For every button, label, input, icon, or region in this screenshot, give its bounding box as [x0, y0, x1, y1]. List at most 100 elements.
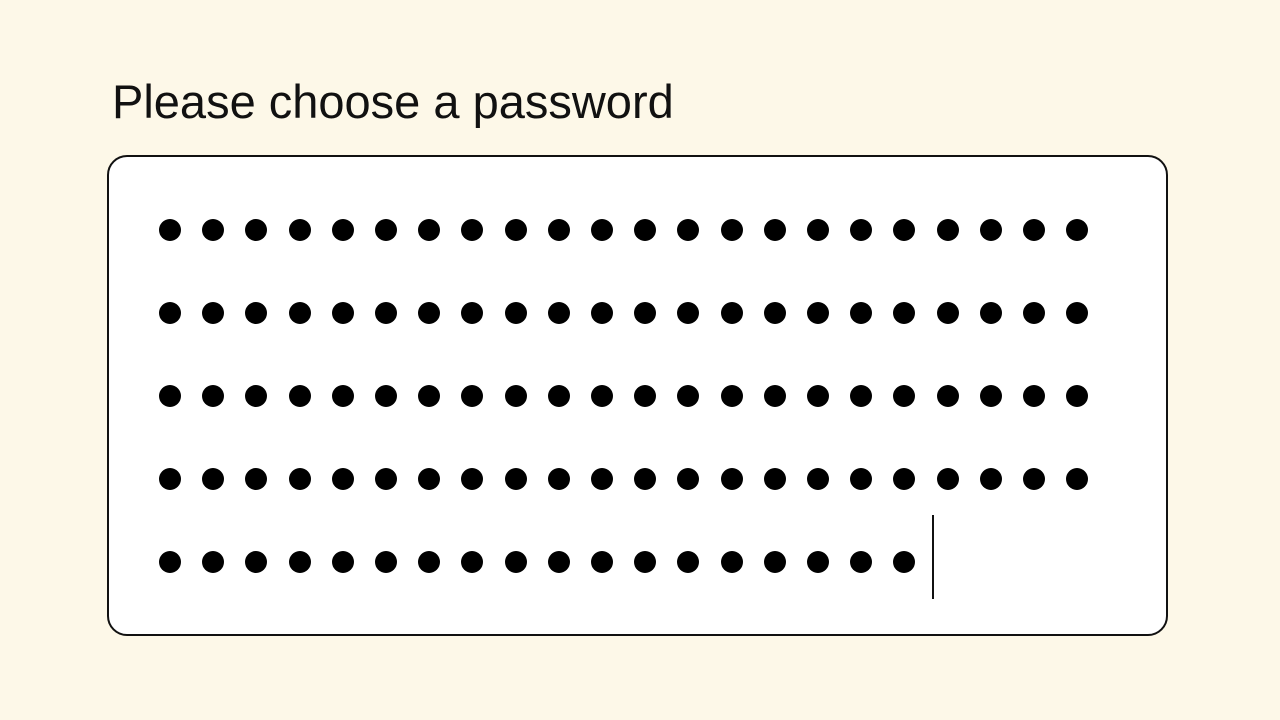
masked-char-dot	[720, 219, 743, 241]
masked-char-dot	[504, 385, 527, 407]
masked-char-dot	[634, 219, 657, 241]
masked-char-dot	[591, 468, 613, 490]
masked-char-dot	[936, 385, 959, 407]
masked-char-dot	[1066, 468, 1089, 490]
masked-char-dot	[245, 551, 268, 573]
masked-char-dot	[850, 219, 873, 241]
masked-char-dot	[159, 385, 181, 407]
masked-char-dot	[375, 551, 397, 573]
masked-char-dot	[547, 551, 570, 573]
masked-char-dot	[591, 302, 613, 324]
masked-char-dot	[1066, 219, 1089, 241]
masked-char-dot	[288, 302, 311, 324]
masked-char-dot	[202, 385, 225, 407]
masked-char-dot	[634, 302, 657, 324]
masked-char-dot	[288, 468, 311, 490]
text-caret	[931, 515, 934, 599]
password-prompt-label: Please choose a password	[112, 75, 674, 128]
masked-char-dot	[202, 302, 225, 324]
masked-char-dot	[1023, 385, 1045, 407]
masked-char-dot	[504, 468, 527, 490]
masked-char-dot	[893, 551, 916, 573]
masked-char-dot	[677, 385, 700, 407]
masked-char-dot	[461, 385, 484, 407]
masked-char-dot	[375, 468, 397, 490]
masked-char-dot	[1023, 468, 1045, 490]
masked-char-dot	[591, 219, 613, 241]
masked-char-dot	[461, 219, 484, 241]
masked-char-dot	[807, 219, 829, 241]
masked-char-dot	[504, 302, 527, 324]
masked-char-dot	[504, 219, 527, 241]
masked-char-dot	[375, 219, 397, 241]
masked-char-dot	[850, 551, 873, 573]
masked-char-dot	[418, 551, 441, 573]
masked-char-dot	[418, 219, 441, 241]
masked-char-dot	[159, 468, 181, 490]
masked-char-dot	[159, 551, 181, 573]
masked-char-dot	[591, 385, 613, 407]
masked-char-dot	[288, 219, 311, 241]
masked-char-dot	[461, 551, 484, 573]
masked-char-dot	[979, 468, 1002, 490]
masked-char-dot	[591, 551, 613, 573]
masked-char-dot	[763, 385, 786, 407]
masked-char-dot	[375, 302, 397, 324]
masked-char-dot	[936, 468, 959, 490]
masked-char-dot	[331, 385, 354, 407]
masked-char-row	[159, 302, 1109, 326]
password-input[interactable]	[107, 155, 1168, 636]
masked-char-dot	[202, 551, 225, 573]
masked-char-dot	[850, 468, 873, 490]
masked-char-dot	[159, 219, 181, 241]
masked-char-dot	[807, 385, 829, 407]
masked-char-dot	[418, 385, 441, 407]
masked-char-dot	[763, 468, 786, 490]
masked-char-dot	[763, 219, 786, 241]
masked-char-dot	[677, 551, 700, 573]
masked-char-dot	[677, 302, 700, 324]
masked-char-dot	[547, 302, 570, 324]
masked-char-dot	[461, 468, 484, 490]
masked-char-dot	[634, 385, 657, 407]
masked-char-dot	[1023, 219, 1045, 241]
masked-char-dot	[331, 219, 354, 241]
masked-char-dot	[893, 468, 916, 490]
masked-char-dot	[936, 219, 959, 241]
masked-char-dot	[547, 468, 570, 490]
masked-char-dot	[202, 219, 225, 241]
masked-char-dot	[331, 302, 354, 324]
masked-char-dot	[331, 551, 354, 573]
masked-char-dot	[159, 302, 181, 324]
masked-char-dot	[807, 551, 829, 573]
masked-char-dot	[850, 385, 873, 407]
masked-char-dot	[677, 468, 700, 490]
masked-char-dot	[245, 385, 268, 407]
masked-char-dot	[677, 219, 700, 241]
masked-char-dot	[936, 302, 959, 324]
masked-char-dot	[461, 302, 484, 324]
masked-char-dot	[979, 302, 1002, 324]
masked-char-dot	[245, 219, 268, 241]
masked-char-dot	[850, 302, 873, 324]
masked-char-dot	[634, 468, 657, 490]
masked-char-dot	[1066, 385, 1089, 407]
masked-char-dot	[763, 551, 786, 573]
masked-char-dot	[720, 302, 743, 324]
masked-char-dot	[288, 551, 311, 573]
masked-char-dot	[547, 385, 570, 407]
masked-char-dot	[893, 302, 916, 324]
masked-char-dot	[1023, 302, 1045, 324]
masked-char-dot	[720, 551, 743, 573]
masked-char-dot	[893, 219, 916, 241]
masked-char-row	[159, 468, 1109, 492]
masked-char-dot	[245, 468, 268, 490]
masked-char-dot	[1066, 302, 1089, 324]
masked-char-dot	[807, 468, 829, 490]
masked-char-row	[159, 551, 937, 575]
masked-char-dot	[202, 468, 225, 490]
masked-char-row	[159, 385, 1109, 409]
masked-char-dot	[807, 302, 829, 324]
masked-char-dot	[288, 385, 311, 407]
